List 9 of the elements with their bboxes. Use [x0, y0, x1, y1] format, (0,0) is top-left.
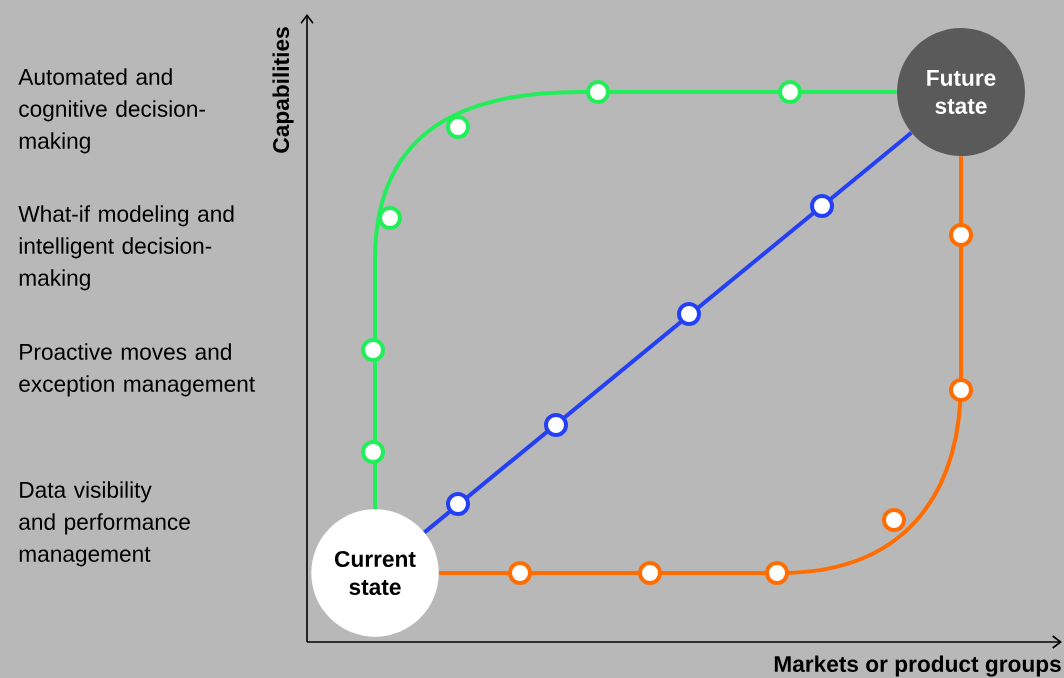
- path-line: [423, 131, 913, 534]
- level-label: Data visibility and performance management: [19, 481, 190, 567]
- level-label: Automated and cognitive decision-making: [18, 68, 205, 154]
- path-line: [439, 156, 963, 575]
- axis-title: Markets or product groups: [774, 655, 1061, 677]
- level-label: Proactive moves and exception management: [19, 343, 255, 397]
- axis-title: Capabilities: [272, 27, 294, 153]
- path-line: [373, 90, 897, 509]
- level-label: What-if modeling and intelligent decision-making: [18, 205, 234, 291]
